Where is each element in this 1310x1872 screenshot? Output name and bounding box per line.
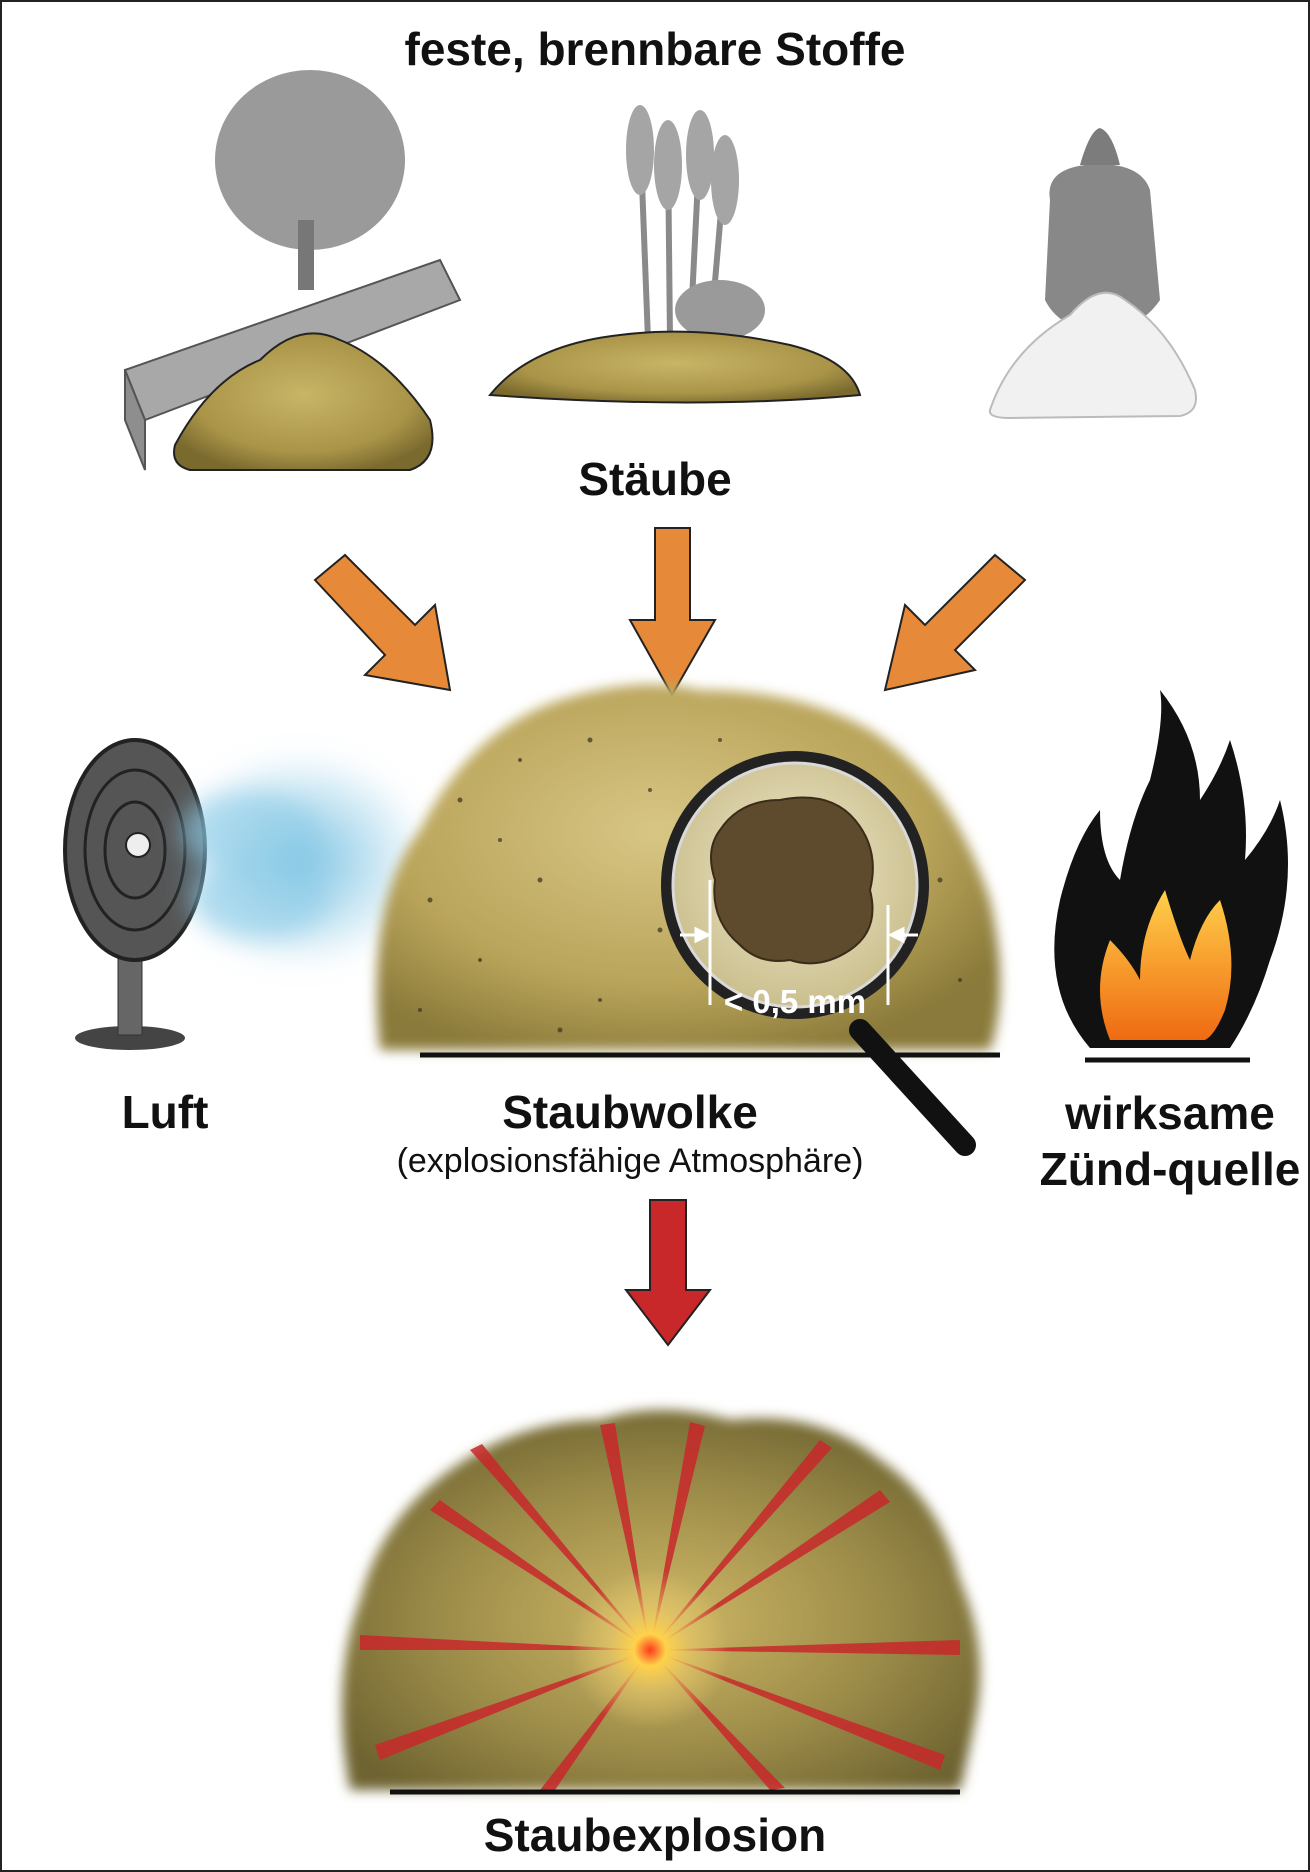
fan-hub (126, 833, 150, 857)
tree-trunk (298, 220, 314, 290)
particle-size-label: < 0,5 mm (695, 983, 895, 1021)
result-label: Staubexplosion (355, 1808, 955, 1862)
diagram-title: feste, brennbare Stoffe (0, 22, 1310, 76)
air-label: Luft (40, 1085, 290, 1139)
sources-label: Stäube (505, 452, 805, 506)
cloud-label: Staubwolke (420, 1085, 840, 1139)
cloud-sublabel: (explosionsfähige Atmosphäre) (330, 1142, 930, 1181)
ignition-label: wirksame Zünd-quelle (1030, 1085, 1310, 1197)
dust-particle-magnified (711, 798, 873, 964)
explosion-center-glow (570, 1570, 730, 1730)
